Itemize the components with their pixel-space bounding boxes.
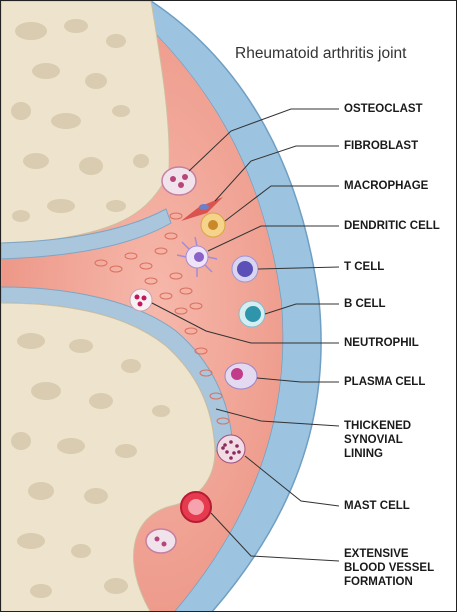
macrophage-cell	[201, 213, 225, 237]
lower-osteoclast-cell	[146, 529, 176, 553]
label-neutrophil: NEUTROPHIL	[344, 336, 419, 350]
b-cell	[239, 301, 265, 327]
label-synovial-lining: THICKENED SYNOVIAL LINING	[344, 419, 411, 461]
label-mast-cell: MAST CELL	[344, 499, 410, 513]
label-blood-vessel-line2: BLOOD VESSEL	[344, 561, 434, 575]
neutrophil-cell	[130, 289, 152, 311]
blood-vessel	[181, 492, 211, 522]
label-t-cell: T CELL	[344, 260, 384, 274]
label-macrophage: MACROPHAGE	[344, 179, 428, 193]
label-b-cell: B CELL	[344, 297, 386, 311]
diagram-title: Rheumatoid arthritis joint	[235, 45, 406, 63]
t-cell	[232, 256, 258, 282]
label-blood-vessel-line3: FORMATION	[344, 575, 434, 589]
label-osteoclast: OSTEOCLAST	[344, 102, 423, 116]
label-synovial-lining-line1: THICKENED	[344, 419, 411, 433]
label-synovial-lining-line3: LINING	[344, 447, 411, 461]
label-plasma-cell: PLASMA CELL	[344, 375, 425, 389]
label-fibroblast: FIBROBLAST	[344, 139, 418, 153]
label-dendritic-cell: DENDRITIC CELL	[344, 219, 440, 233]
plasma-cell	[225, 363, 257, 389]
mast-cell	[217, 435, 245, 463]
label-synovial-lining-line2: SYNOVIAL	[344, 433, 411, 447]
label-blood-vessel: EXTENSIVE BLOOD VESSEL FORMATION	[344, 547, 434, 589]
label-blood-vessel-line1: EXTENSIVE	[344, 547, 434, 561]
osteoclast-cell	[162, 167, 196, 195]
